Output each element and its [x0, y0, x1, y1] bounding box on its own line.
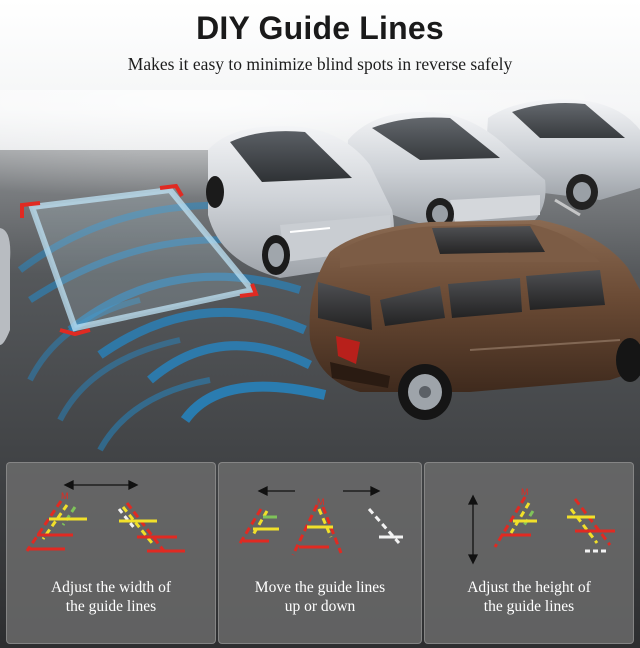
svg-text:M: M [61, 491, 69, 501]
caption-line-2: the guide lines [65, 598, 157, 615]
caption-line-2: the guide lines [483, 598, 575, 615]
parking-guide-box [20, 183, 259, 337]
parked-sedan-front [206, 125, 394, 278]
arrows-horizontal-icon [257, 485, 381, 497]
parked-sedan-middle [346, 111, 546, 230]
feature-caption: Move the guide lines up or down [219, 578, 421, 616]
guide-lines-width-illustration: M [25, 479, 185, 556]
caption-line-1: Adjust the width of [50, 579, 172, 596]
arrow-vertical-icon [467, 494, 479, 565]
svg-text:M: M [317, 497, 325, 507]
svg-text:M: M [521, 487, 529, 497]
feature-panels: M Adjust the width of the guide lines [6, 462, 634, 644]
caption-line-1: Move the guide lines [254, 579, 386, 596]
page-subtitle: Makes it easy to minimize blind spots in… [127, 54, 513, 74]
feature-card-adjust-width: M Adjust the width of the guide lines [6, 462, 216, 644]
guide-lines-height-illustration: M [467, 487, 615, 565]
feature-caption: Adjust the width of the guide lines [7, 578, 215, 616]
reversing-suv [309, 220, 640, 420]
page-title: DIY Guide Lines [196, 10, 444, 46]
feature-card-move-lines: M Move the guide lines up or down [218, 462, 422, 644]
feature-card-adjust-height: M Adjust the height of the guide lines [424, 462, 634, 644]
banner-header: DIY Guide Lines Makes it easy to minimiz… [0, 0, 640, 90]
arrows-horizontal-icon [63, 479, 139, 491]
partial-car-left [0, 228, 11, 345]
guide-lines-move-illustration: M [237, 485, 403, 556]
caption-line-1: Adjust the height of [467, 579, 591, 596]
caption-line-2: up or down [284, 598, 356, 615]
feature-caption: Adjust the height of the guide lines [425, 578, 633, 616]
